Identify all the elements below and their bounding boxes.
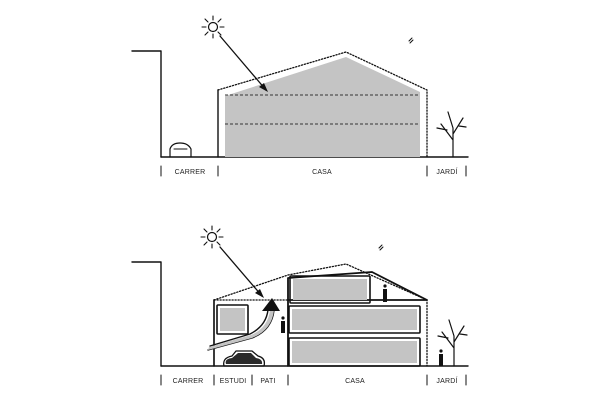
airflow-arrow-icon	[207, 298, 280, 351]
roof-envelope-dotted	[213, 263, 428, 367]
zone-label-garden: JARDÍ	[436, 376, 457, 385]
roof-sketch-marks	[408, 37, 414, 44]
sun-ray-arrow	[219, 246, 264, 298]
zone-dividers	[160, 165, 467, 177]
top-section: CARRER CASA JARDÍ	[131, 15, 469, 177]
sun-icon	[201, 15, 225, 39]
zone-label-studio: ESTUDI	[220, 378, 247, 385]
person-icon	[281, 316, 285, 333]
tree-icon	[436, 111, 467, 158]
neighbor-building-outline	[131, 261, 215, 367]
studio-volume	[213, 299, 249, 367]
bottom-section: CARRER ESTUDI PATI CASA JARDÍ	[131, 225, 469, 386]
zone-label-house: CASA	[312, 169, 332, 176]
person-icon	[383, 284, 387, 302]
zone-label-courtyard: PATI	[260, 378, 275, 385]
zone-dividers	[160, 374, 467, 386]
house-lower-volume	[288, 337, 421, 367]
car-icon	[169, 142, 192, 158]
roof-envelope-dotted	[217, 51, 428, 158]
sun-ray-arrow	[219, 35, 268, 92]
zone-label-house: CASA	[345, 378, 365, 385]
zone-label-street: CARRER	[173, 378, 204, 385]
person-icon	[439, 349, 443, 366]
zone-label-street: CARRER	[175, 169, 206, 176]
neighbor-building-outline	[131, 50, 219, 158]
tree-icon	[437, 319, 468, 367]
house-volumes	[287, 271, 428, 367]
roof-sketch-marks	[378, 244, 384, 251]
house-mass	[225, 57, 420, 157]
sun-icon	[200, 225, 224, 249]
house-middle-volume	[288, 305, 421, 334]
zone-label-garden: JARDÍ	[436, 167, 457, 176]
house-upper-volume	[289, 275, 371, 304]
car-icon	[223, 350, 266, 367]
